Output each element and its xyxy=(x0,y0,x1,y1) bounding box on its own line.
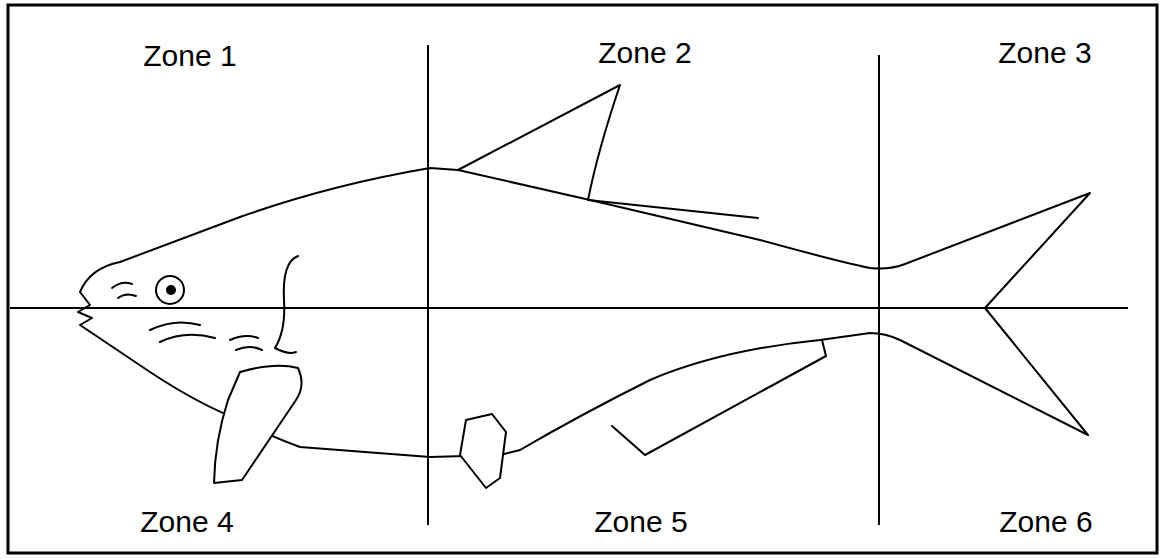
zone-label: Zone 3 xyxy=(998,36,1091,69)
cheek-mark xyxy=(150,322,262,350)
zone-label: Zone 1 xyxy=(143,39,236,72)
zone-label: Zone 6 xyxy=(999,505,1092,538)
zone-label: Zone 5 xyxy=(594,505,687,538)
gill-line xyxy=(275,256,298,353)
zone-label: Zone 2 xyxy=(598,36,691,69)
face-mark xyxy=(112,283,136,298)
pelvic-fin xyxy=(460,414,506,488)
zone-label: Zone 4 xyxy=(140,505,233,538)
pupil xyxy=(166,285,176,295)
frame xyxy=(8,5,1157,553)
grid-line xyxy=(427,45,429,525)
anal-fin xyxy=(612,340,826,455)
dorsal-fin xyxy=(458,85,758,218)
grid-line xyxy=(10,307,1128,309)
pectoral-fin xyxy=(214,366,302,483)
eye xyxy=(156,276,184,304)
grid-line xyxy=(878,55,880,525)
